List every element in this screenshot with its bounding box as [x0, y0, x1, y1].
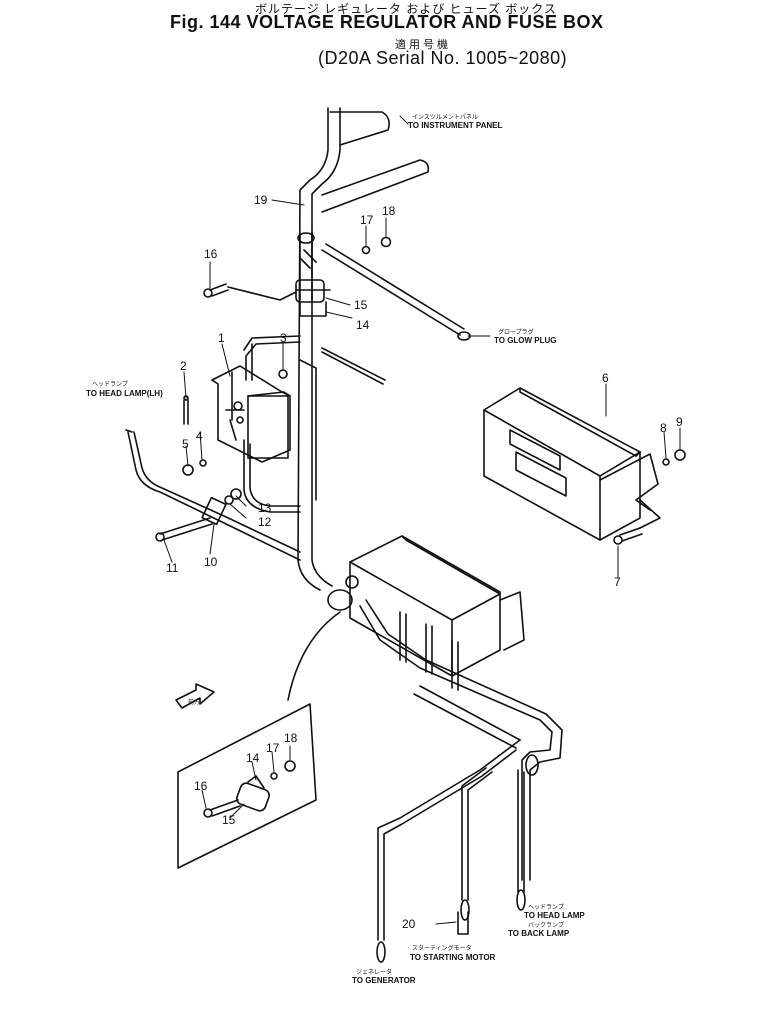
regulator-wires	[183, 335, 317, 513]
callout-20: 20	[402, 917, 416, 931]
callout-16: 16	[204, 247, 218, 261]
callout-9: 9	[676, 415, 683, 429]
instrument-panel-jp: インスツルメントパネル	[412, 114, 478, 121]
callout-14: 14	[356, 318, 370, 332]
destination-notes: インスツルメントパネル TO INSTRUMENT PANEL グロープラグ T…	[86, 114, 585, 985]
callout-17: 17	[360, 213, 374, 227]
callout-3: 3	[280, 331, 287, 345]
head-lamp-lh-jp: ヘッドランプ	[92, 381, 128, 388]
callout-8: 8	[660, 421, 667, 435]
callout-7: 7	[614, 575, 621, 589]
glow-plug-wire	[321, 243, 471, 385]
detail-callout-15: 15	[222, 813, 236, 827]
fuse-box-assembly	[483, 387, 686, 545]
back-lamp-jp: バックランプ	[528, 922, 564, 929]
main-harness	[297, 107, 430, 591]
callout-numbers: 19 17 18 16 15 14 1 3 2 4 5 13 12 10 11 …	[166, 193, 683, 931]
detail-callout-18: 18	[284, 731, 298, 745]
callout-12: 12	[258, 515, 272, 529]
serial-range: (D20A Serial No. 1005~2080)	[318, 48, 568, 68]
to-head-lamp: TO HEAD LAMP	[524, 911, 585, 920]
detail-leader	[287, 611, 341, 701]
title-japanese: ボルテージ レギュレータ および ヒューズ ボックス	[255, 2, 557, 16]
lower-harness	[359, 599, 563, 963]
junction-box	[327, 535, 525, 691]
callout-1: 1	[218, 331, 225, 345]
callout-18: 18	[382, 204, 396, 218]
callout-11: 11	[166, 561, 179, 575]
to-back-lamp: TO BACK LAMP	[508, 929, 570, 938]
applicable-label-jp: 適用号機	[395, 39, 451, 51]
generator-jp: ジェネレータ	[356, 968, 392, 976]
to-glow-plug: TO GLOW PLUG	[494, 336, 557, 345]
glow-plug-jp: グロープラグ	[498, 328, 534, 336]
callout-19: 19	[254, 193, 268, 207]
detail-callout-17: 17	[266, 741, 280, 755]
detail-callout-16: 16	[194, 779, 208, 793]
callout-4: 4	[196, 429, 203, 443]
voltage-regulator	[211, 365, 291, 463]
detail-callout-14: 14	[246, 751, 260, 765]
to-instrument-panel: TO INSTRUMENT PANEL	[408, 121, 502, 130]
callout-10: 10	[204, 555, 218, 569]
front-arrow-icon	[175, 683, 215, 709]
head-lamp-jp: ヘッドランプ	[528, 904, 564, 911]
starting-motor-jp: スターティングモータ	[412, 944, 472, 952]
clamp-bolt-top	[203, 236, 392, 301]
figure-title: Fig. 144 VOLTAGE REGULATOR AND FUSE BOX	[170, 12, 604, 32]
to-generator: TO GENERATOR	[352, 976, 416, 985]
front-marker: 前方	[188, 698, 200, 706]
harness-clamp	[295, 249, 331, 317]
callout-6: 6	[602, 371, 609, 385]
to-head-lamp-lh: TO HEAD LAMP(LH)	[86, 389, 163, 398]
head-lamp-lh-wire	[125, 429, 301, 561]
callout-2: 2	[180, 359, 187, 373]
callout-13: 13	[258, 501, 272, 515]
detail-inset	[177, 703, 317, 869]
callout-5: 5	[182, 437, 189, 451]
callout-15: 15	[354, 298, 368, 312]
to-starting-motor: TO STARTING MOTOR	[410, 953, 496, 962]
leader-lines	[163, 115, 681, 925]
